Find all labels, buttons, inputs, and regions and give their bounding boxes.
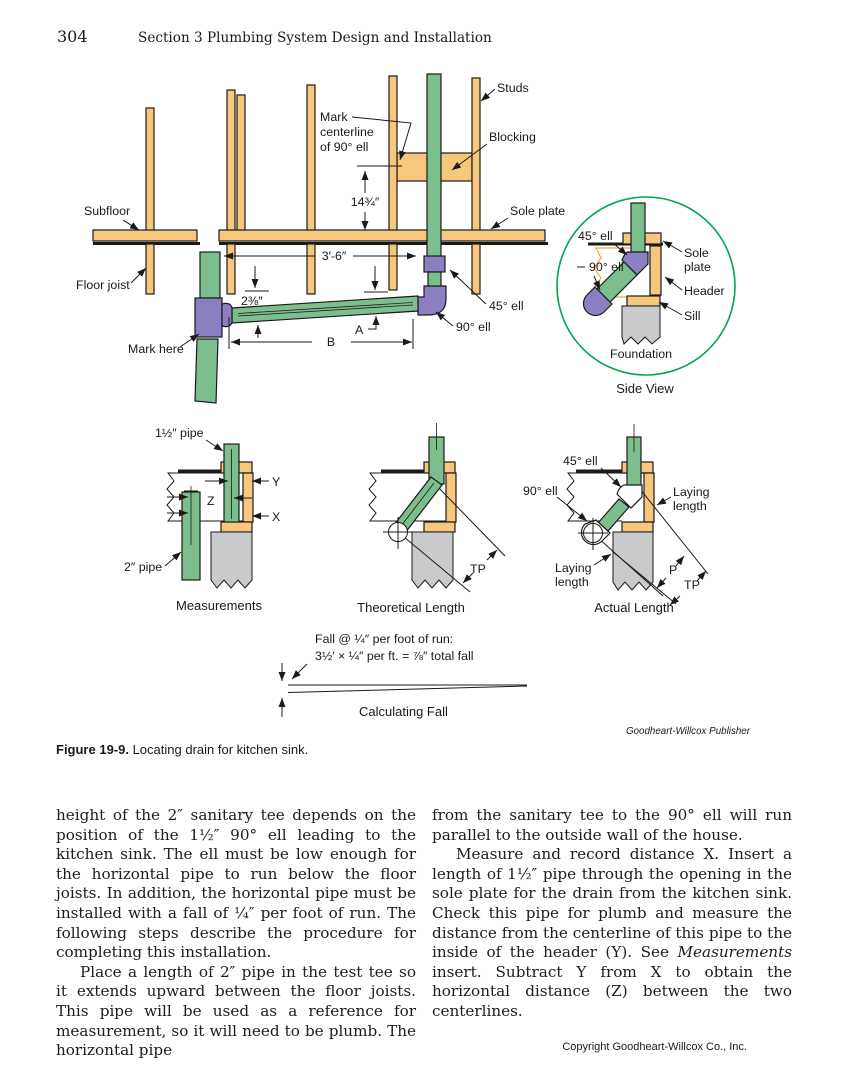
- t-label-tp: TP: [470, 562, 486, 576]
- a-label-p: P: [669, 563, 677, 577]
- sole-plate-subfloor: [92, 229, 548, 245]
- a-90-ell-outline: [580, 519, 611, 546]
- dimension-14-3-4: 14¾″: [351, 165, 402, 230]
- t-caption: Theoretical Length: [357, 600, 465, 615]
- label-subfloor: Subfloor: [84, 204, 130, 218]
- dim-span-label: 3′-6″: [322, 249, 347, 263]
- section-header: Section 3 Plumbing System Design and Ins…: [138, 30, 492, 46]
- paragraph: from the sanitary tee to the 90° ell wil…: [432, 806, 792, 844]
- m-label-x: X: [272, 510, 280, 524]
- dim-height-label: 14¾″: [351, 195, 380, 209]
- dimension-3-6: 3′-6″: [224, 249, 416, 263]
- figure-caption-label: Figure 19-9.: [56, 742, 129, 757]
- figure-19-9-diagram: 3′-6″ 14¾″ Mark centerline of 90° ell 2⅜…: [76, 73, 736, 719]
- a-label-45-ell: 45° ell: [563, 454, 598, 468]
- sv-foundation: [621, 305, 661, 345]
- dimension-2-3-8: 2⅜″: [241, 266, 388, 338]
- sv-label-90-ell: 90° ell: [589, 260, 624, 274]
- t-sill: [423, 521, 456, 533]
- theoretical-length-inset: TP Theoretical Length: [357, 423, 506, 615]
- paragraph: height of the 2″ sanitary tee depends on…: [56, 806, 416, 962]
- a-45-ell-outline: [616, 484, 643, 509]
- a-caption: Actual Length: [594, 600, 674, 615]
- sv-label-sill: Sill: [684, 309, 701, 323]
- dim-b-label: B: [327, 335, 335, 349]
- paragraph: Measure and record distance X. Insert a …: [432, 845, 792, 1021]
- sv-header: [649, 245, 662, 296]
- ell-45-fitting: [423, 255, 446, 273]
- side-view-inset: 45° ell 90° ell Sole plate Header Sill F…: [556, 196, 736, 396]
- actual-length-inset: 45° ell 90° ell Laying length Laying len…: [523, 424, 710, 615]
- t-foundation: [411, 531, 454, 589]
- dim-a-label: A: [355, 323, 364, 337]
- label-floor-joist: Floor joist: [76, 278, 130, 292]
- body-right-column: from the sanitary tee to the 90° ell wil…: [432, 806, 792, 1022]
- fall-caption: Calculating Fall: [359, 704, 448, 719]
- a-label-laying-right-1: Laying: [673, 485, 710, 499]
- m-sill: [220, 521, 253, 533]
- copyright-footer: Copyright Goodheart-Willcox Co., Inc.: [562, 1041, 747, 1053]
- sv-45-ell: [621, 251, 649, 276]
- fall-note-line2: 3½′ × ¼″ per ft. = ⅞″ total fall: [315, 649, 474, 663]
- a-label-tp: TP: [684, 578, 700, 592]
- figure-caption-text: Locating drain for kitchen sink.: [128, 742, 309, 757]
- a-foundation: [612, 531, 654, 591]
- measurements-inset: Y X Z 1½″ pipe 2″ pipe Measurements: [124, 426, 280, 613]
- mark-centerline-line2: centerline: [320, 125, 374, 139]
- m-foundation: [210, 531, 253, 589]
- a-label-90-ell: 90° ell: [523, 484, 558, 498]
- sv-label-sole-2: plate: [684, 260, 711, 274]
- a-label-laying-right-2: length: [673, 499, 707, 513]
- mark-centerline-line3: of 90° ell: [320, 140, 368, 154]
- label-blocking: Blocking: [489, 130, 536, 144]
- calculating-fall: Fall @ ¼″ per foot of run: 3½′ × ¼″ per …: [278, 632, 528, 719]
- a-sill: [621, 521, 654, 533]
- dimension-b: B: [228, 317, 414, 349]
- figure-caption: Figure 19-9. Locating drain for kitchen …: [56, 742, 756, 757]
- paragraph-text: Measure and record distance X. Insert a …: [432, 845, 792, 962]
- dimension-a: A: [355, 316, 380, 337]
- body-left-column: height of the 2″ sanitary tee depends on…: [56, 806, 416, 1061]
- sink-drain-stack-pipe: [426, 73, 442, 258]
- stack-below-tee: [194, 338, 219, 404]
- sv-pipe: [630, 202, 646, 256]
- sv-label-45-ell: 45° ell: [578, 229, 613, 243]
- paragraph: Place a length of 2″ pipe in the test te…: [56, 962, 416, 1060]
- m-label-pipe-small: 1½″ pipe: [155, 426, 204, 440]
- a-header: [643, 472, 655, 523]
- paragraph-italic-text: Measurements: [677, 943, 793, 962]
- dim-offset-label: 2⅜″: [241, 294, 263, 308]
- inset-circle: [556, 196, 736, 376]
- floor-joists-group: [145, 243, 481, 295]
- sv-label-foundation: Foundation: [610, 347, 672, 361]
- publisher-credit: Goodheart-Willcox Publisher: [625, 726, 750, 737]
- sv-90-ell: [582, 286, 613, 317]
- sv-sill: [626, 295, 661, 307]
- m-label-z: Z: [207, 494, 215, 508]
- main-framing-diagram: 3′-6″ 14¾″ Mark centerline of 90° ell 2⅜…: [76, 73, 565, 404]
- label-sole-plate: Sole plate: [510, 204, 565, 218]
- label-mark-here: Mark here: [128, 342, 184, 356]
- m-caption: Measurements: [176, 598, 262, 613]
- m-label-pipe-large: 2″ pipe: [124, 560, 162, 574]
- sanitary-tee: [194, 297, 223, 338]
- mark-centerline-callout: Mark centerline of 90° ell: [320, 110, 412, 161]
- sv-label-header: Header: [684, 284, 725, 298]
- sv-caption: Side View: [616, 381, 674, 396]
- paragraph-text: insert. Subtract Y from X to obtain the …: [432, 962, 792, 1020]
- m-label-y: Y: [272, 475, 280, 489]
- mark-centerline-line1: Mark: [320, 110, 348, 124]
- two-inch-reference-pipe: [199, 251, 221, 299]
- a-label-laying-left-2: length: [555, 575, 589, 589]
- label-45-ell: 45° ell: [489, 299, 524, 313]
- label-90-ell: 90° ell: [456, 320, 491, 334]
- fall-note-line1: Fall @ ¼″ per foot of run:: [315, 632, 453, 646]
- label-studs: Studs: [497, 81, 529, 95]
- a-label-laying-left-1: Laying: [555, 561, 592, 575]
- ell-90-fitting: [417, 285, 447, 316]
- sv-label-sole-1: Sole: [684, 246, 709, 260]
- page-number: 304: [57, 27, 88, 46]
